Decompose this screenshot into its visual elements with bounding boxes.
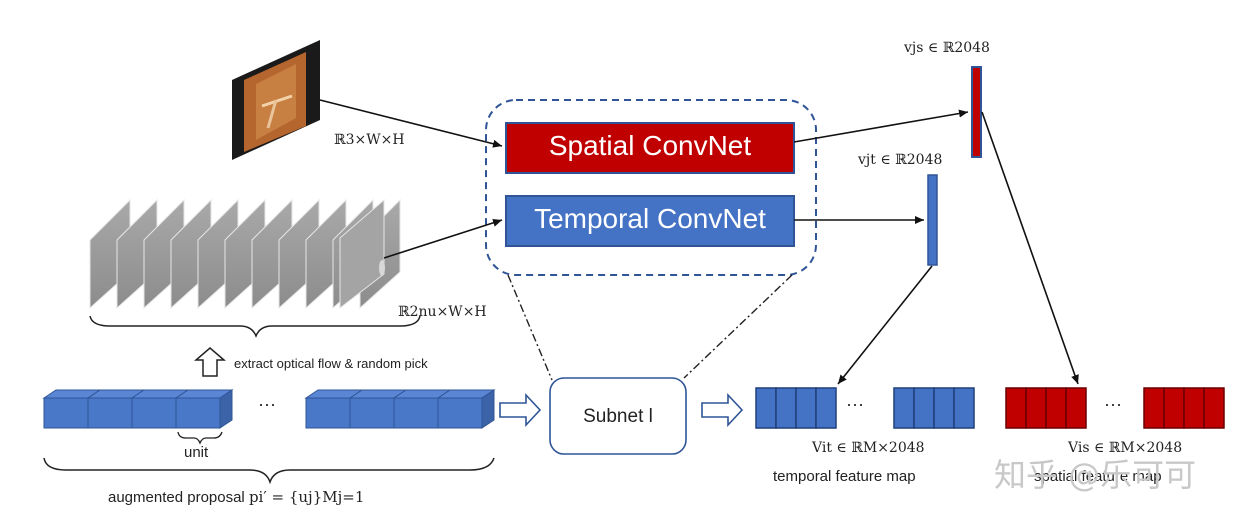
unit-label: unit	[184, 444, 209, 461]
proposal-label: augmented proposal pi′ = {uj}Mj=1	[108, 488, 364, 506]
units-ellipsis: ···	[258, 394, 276, 414]
spatial-feature-vector	[971, 66, 982, 158]
spatial-feature-map	[1005, 387, 1225, 429]
spatial-map-ellipsis: ···	[1104, 394, 1122, 414]
flow-frame-motion	[379, 260, 385, 276]
unit-brace	[177, 431, 223, 445]
temporal-convnet-label: Temporal ConvNet	[534, 203, 766, 234]
vt-label: vjt ∈ ℝ2048	[858, 152, 943, 168]
up-hollow-arrow	[193, 347, 227, 377]
feature-cell	[1183, 387, 1205, 429]
feature-cell	[893, 387, 915, 429]
arrow-rgb-to-spatial	[319, 99, 503, 148]
proposal-math: pi′ = {uj}Mj=1	[248, 488, 365, 506]
proposal-unit	[348, 389, 408, 429]
feature-cell	[1025, 387, 1047, 429]
feature-cell	[815, 387, 837, 429]
flow-dimension-label: ℝ2nu×W×H	[398, 304, 487, 320]
feature-cell	[1163, 387, 1185, 429]
spatial-convnet-label: Spatial ConvNet	[548, 130, 752, 161]
feature-cell	[1143, 387, 1165, 429]
rgb-frame-image	[232, 40, 320, 160]
dashdot-left	[507, 274, 553, 381]
arrow-vt-to-temporal-map	[837, 265, 933, 385]
subnet-label: Subnet l	[583, 406, 653, 427]
temporal-feature-map	[755, 387, 975, 429]
hollow-arrow-to-subnet	[499, 392, 542, 428]
feature-cell	[1065, 387, 1087, 429]
proposal-units	[42, 389, 496, 429]
feature-cell	[933, 387, 955, 429]
rgb-dimension-label: ℝ3×W×H	[334, 132, 405, 148]
optical-flow-frames	[89, 198, 401, 310]
convnet-dashed-box	[485, 99, 817, 276]
feature-cell	[795, 387, 817, 429]
temporal-convnet-box	[505, 195, 795, 247]
dashdot-right	[683, 274, 793, 379]
feature-cell	[755, 387, 777, 429]
feature-cell	[953, 387, 975, 429]
temporal-map-label: temporal feature map	[773, 468, 916, 485]
proposal-unit	[436, 389, 496, 429]
subnet-box	[549, 377, 687, 455]
extract-label: extract optical flow & random pick	[234, 356, 428, 371]
rgb-dimension-text: ℝ3×W×H	[334, 132, 405, 148]
arrow-flow-to-temporal	[383, 218, 503, 259]
proposal-unit	[304, 389, 364, 429]
spatial-map-label: spatial feature map	[1034, 468, 1162, 485]
proposal-unit	[392, 389, 452, 429]
spatial-convnet-box	[505, 122, 795, 174]
Vt-label: Vit ∈ ℝM×2048	[812, 440, 925, 456]
feature-cell	[775, 387, 797, 429]
arrow-vs-to-spatial-map	[981, 111, 1079, 385]
proposal-unit	[86, 389, 146, 429]
vs-label: vjs ∈ ℝ2048	[904, 40, 990, 56]
temporal-map-ellipsis: ···	[846, 394, 864, 414]
temporal-feature-vector	[927, 174, 938, 266]
proposal-unit	[174, 389, 234, 429]
feature-cell	[1005, 387, 1027, 429]
feature-cell	[913, 387, 935, 429]
hollow-arrow-from-subnet	[701, 392, 744, 428]
proposal-unit	[42, 389, 102, 429]
proposal-text: augmented proposal	[108, 489, 249, 506]
proposal-brace	[43, 457, 495, 485]
feature-cell	[1045, 387, 1067, 429]
flow-stack-brace	[89, 315, 421, 339]
watermark: 知乎 @乐可可	[994, 456, 1197, 494]
Vs-label: Vis ∈ ℝM×2048	[1068, 440, 1183, 456]
flow-dimension-text: ℝ2nu×W×H	[398, 304, 487, 320]
feature-cell	[1203, 387, 1225, 429]
flow-frame-front	[339, 198, 385, 310]
arrow-spatial-to-vs	[793, 109, 969, 143]
